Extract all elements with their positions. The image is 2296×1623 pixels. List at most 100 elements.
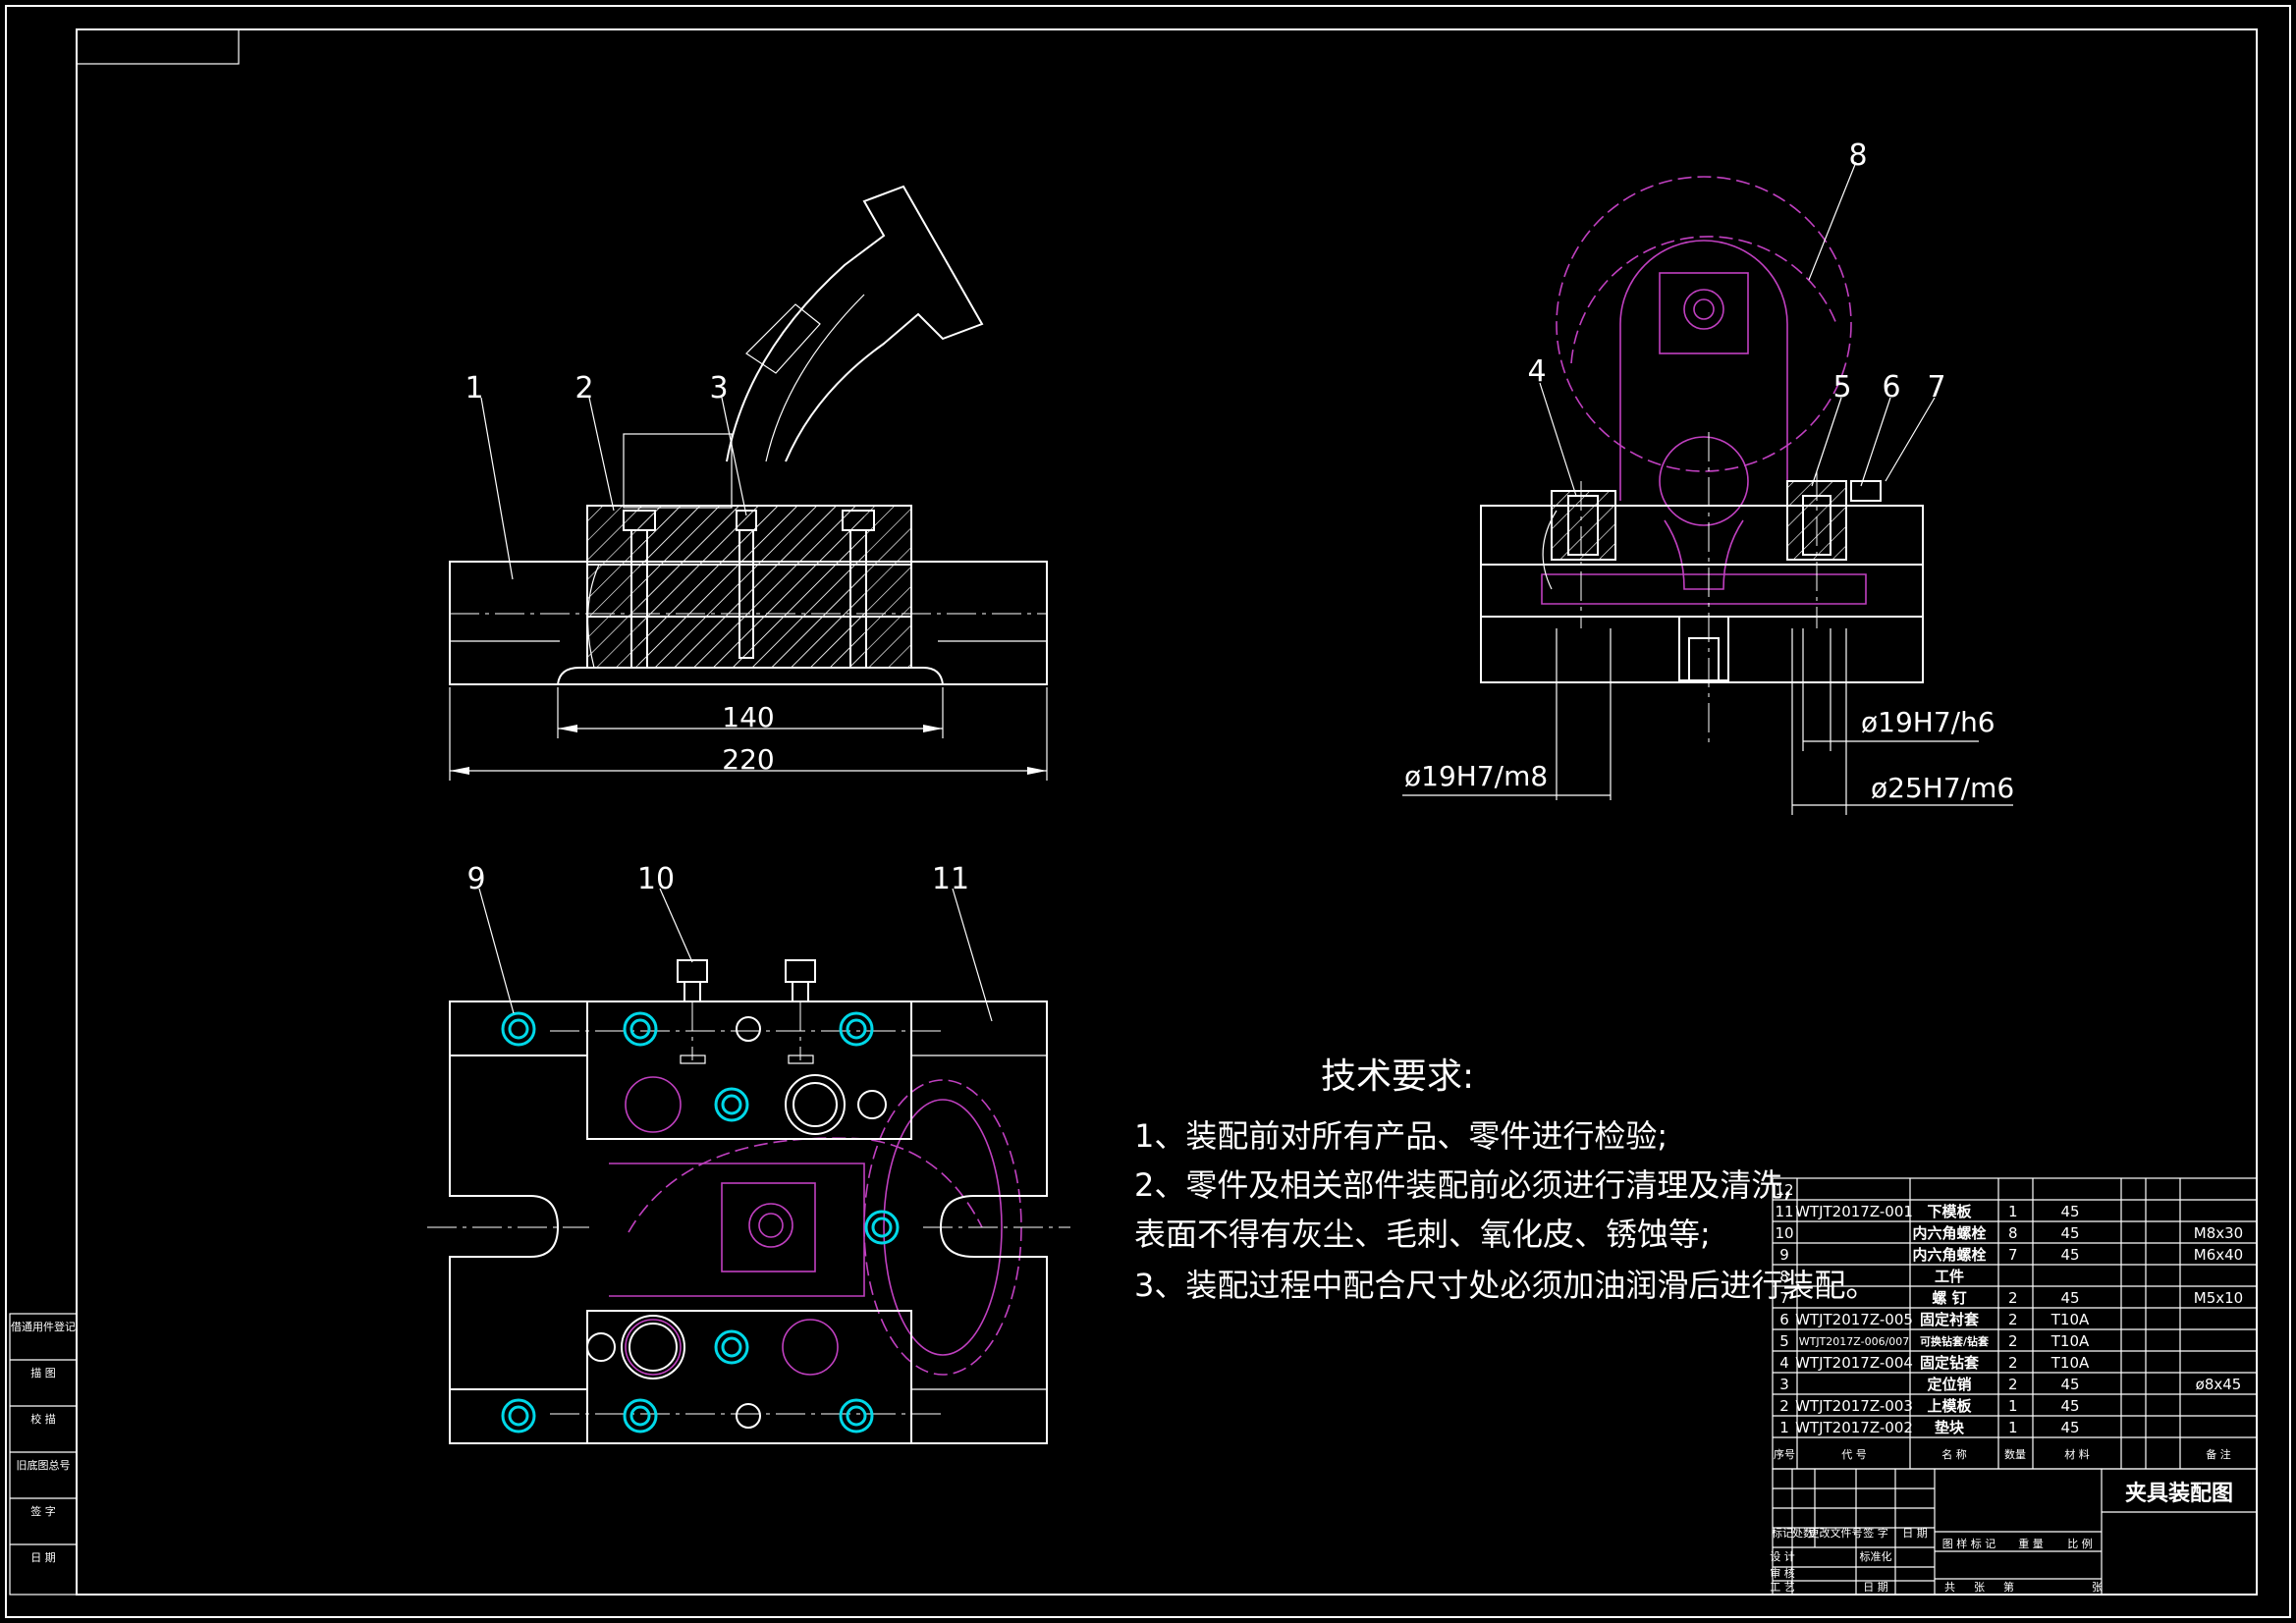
- callout-9: 9: [466, 862, 485, 896]
- bom-name: 下模板: [1927, 1203, 1972, 1220]
- dim-220: 220: [722, 743, 774, 776]
- bom-no: 7: [1779, 1289, 1789, 1307]
- title-label: 标准化: [1860, 1549, 1892, 1563]
- title-label: 图 样 标 记: [1942, 1537, 1996, 1550]
- bom-material: T10A: [2050, 1311, 2090, 1328]
- bom-header: 序号: [1774, 1447, 1795, 1461]
- title-label: 张: [2092, 1581, 2103, 1594]
- title-label: 更改文件号: [1809, 1526, 1863, 1540]
- bom-no: 5: [1779, 1332, 1789, 1350]
- bom-qty: 2: [2008, 1332, 2018, 1350]
- bom-name: 垫块: [1935, 1419, 1965, 1436]
- title-label: 签 字: [1863, 1526, 1888, 1540]
- bom-name: 可换钻套/钻套: [1920, 1334, 1990, 1348]
- bom-qty: 1: [2008, 1397, 2018, 1415]
- bom-header: 名 称: [1941, 1447, 1967, 1461]
- side-label: 签 字: [30, 1504, 56, 1518]
- bom-material: 45: [2060, 1419, 2079, 1436]
- drawing-title: 夹具装配图: [2125, 1482, 2233, 1506]
- title-block: 标记 处数 更改文件号 签 字 日 期 设 计 标准化 审 核 工 艺 日 期 …: [1770, 1468, 2258, 1596]
- sheet-border: [5, 5, 2291, 1618]
- tech-line: 2、零件及相关部件装配前必须进行清理及清洗,: [1134, 1166, 1793, 1204]
- fit-19-m8: ø19H7/m8: [1404, 760, 1548, 792]
- title-label: 工 艺: [1770, 1581, 1795, 1594]
- callout-1: 1: [465, 371, 483, 406]
- side-register: 借通用件登记 描 图 校 描 旧底图总号 签 字 日 期: [9, 1313, 78, 1596]
- callout-6: 6: [1882, 370, 1900, 405]
- bom-name: 上模板: [1927, 1397, 1972, 1415]
- title-label: 日 期: [1902, 1527, 1928, 1540]
- bom-no: 2: [1779, 1397, 1789, 1415]
- bom-qty: 7: [2008, 1246, 2018, 1264]
- callout-4: 4: [1527, 354, 1546, 389]
- bom-material: T10A: [2050, 1332, 2090, 1350]
- callout-5: 5: [1832, 370, 1851, 405]
- bom-qty: 1: [2008, 1419, 2018, 1436]
- bom-qty: 2: [2008, 1354, 2018, 1372]
- bom-qty: 2: [2008, 1311, 2018, 1328]
- bom-note: ø8x45: [2196, 1376, 2242, 1393]
- bom-material: 45: [2060, 1224, 2079, 1242]
- bom-qty: 2: [2008, 1289, 2018, 1307]
- bom-material: 45: [2060, 1246, 2079, 1264]
- tech-requirements: 技术要求: 1、装配前对所有产品、零件进行检验; 2、零件及相关部件装配前必须进…: [1134, 1056, 1877, 1304]
- bom-no: 6: [1779, 1311, 1789, 1328]
- callout-7: 7: [1927, 370, 1945, 405]
- bom-header: 代 号: [1841, 1448, 1867, 1461]
- bom-qty: 1: [2008, 1203, 2018, 1220]
- bom-no: 9: [1779, 1246, 1789, 1264]
- tech-line: 3、装配过程中配合尺寸处必须加油润滑后进行装配。: [1134, 1267, 1877, 1304]
- title-label: 共: [1944, 1581, 1955, 1594]
- bom-name: 内六角螺栓: [1912, 1224, 1986, 1242]
- side-label: 日 期: [30, 1551, 56, 1564]
- tech-line: 表面不得有灰尘、毛刺、氧化皮、锈蚀等;: [1134, 1216, 1711, 1253]
- bom-header: 材 料: [2064, 1447, 2090, 1461]
- bom-no: 3: [1779, 1376, 1789, 1393]
- bom-note: M6x40: [2194, 1246, 2243, 1264]
- bom-code: WTJT2017Z-001: [1795, 1203, 1913, 1220]
- dim-140: 140: [722, 701, 774, 733]
- bom-note: M8x30: [2194, 1224, 2243, 1242]
- side-label: 描 图: [30, 1366, 56, 1380]
- bom-note: M5x10: [2194, 1289, 2243, 1307]
- front-view: 140 220: [449, 185, 1048, 781]
- title-label: 审 核: [1770, 1566, 1795, 1580]
- callout-10: 10: [637, 862, 675, 896]
- title-label: 第: [2003, 1580, 2014, 1594]
- bolt-heads: [501, 1011, 900, 1434]
- side-label: 校 描: [30, 1412, 56, 1426]
- bom-code: WTJT2017Z-004: [1795, 1354, 1913, 1372]
- title-label: 比 例: [2067, 1537, 2093, 1550]
- callout-11: 11: [932, 862, 969, 896]
- title-label: 设 计: [1770, 1550, 1795, 1563]
- callout-2: 2: [574, 371, 593, 406]
- bom-table: 12 11 WTJT2017Z-001 下模板 1 45 10 内六角螺栓 8 …: [1772, 1177, 2258, 1470]
- side-view: ø19H7/m8 ø19H7/h6 ø25H7/m6: [1402, 161, 2014, 815]
- bom-qty: 8: [2008, 1224, 2018, 1242]
- bolt-section: [623, 510, 875, 669]
- bom-qty: 2: [2008, 1376, 2018, 1393]
- bom-name: 螺 钉: [1932, 1289, 1966, 1307]
- bom-name: 工件: [1935, 1268, 1964, 1285]
- title-label: 标记: [1772, 1526, 1793, 1540]
- bom-no: 10: [1775, 1224, 1793, 1242]
- side-label: 借通用件登记: [11, 1320, 76, 1333]
- bom-no: 11: [1775, 1203, 1793, 1220]
- bom-material: 45: [2060, 1289, 2079, 1307]
- fit-19-h6: ø19H7/h6: [1861, 706, 1995, 738]
- bom-name: 固定衬套: [1920, 1311, 1980, 1328]
- bom-name: 内六角螺栓: [1912, 1246, 1986, 1264]
- bom-no: 12: [1775, 1181, 1793, 1199]
- title-label: 日 期: [1863, 1581, 1888, 1594]
- callout-3: 3: [709, 371, 728, 406]
- tech-heading: 技术要求:: [1321, 1056, 1474, 1097]
- bom-no: 4: [1779, 1354, 1789, 1372]
- bom-no: 1: [1779, 1419, 1789, 1436]
- title-label: 张: [1974, 1581, 1985, 1594]
- bom-code: WTJT2017Z-006/007: [1799, 1335, 1910, 1348]
- bom-code: WTJT2017Z-002: [1795, 1419, 1913, 1436]
- title-label: 处数: [1792, 1527, 1814, 1540]
- bom-name: 固定钻套: [1920, 1354, 1980, 1372]
- top-view: [427, 888, 1070, 1444]
